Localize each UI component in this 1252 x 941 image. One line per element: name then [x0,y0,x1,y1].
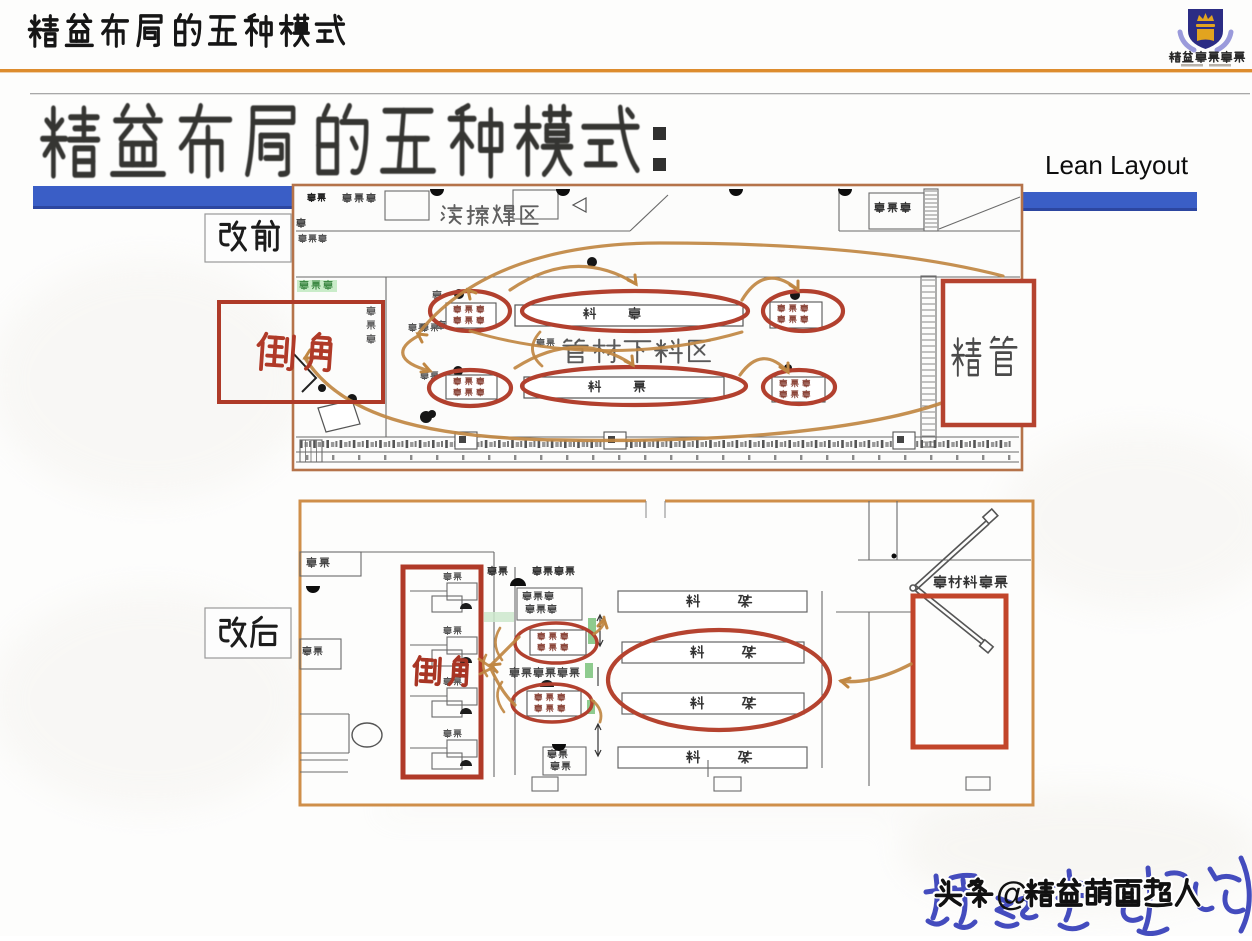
svg-text:@: @ [996,875,1028,912]
svg-text:Lean Layout: Lean Layout [1045,150,1189,180]
